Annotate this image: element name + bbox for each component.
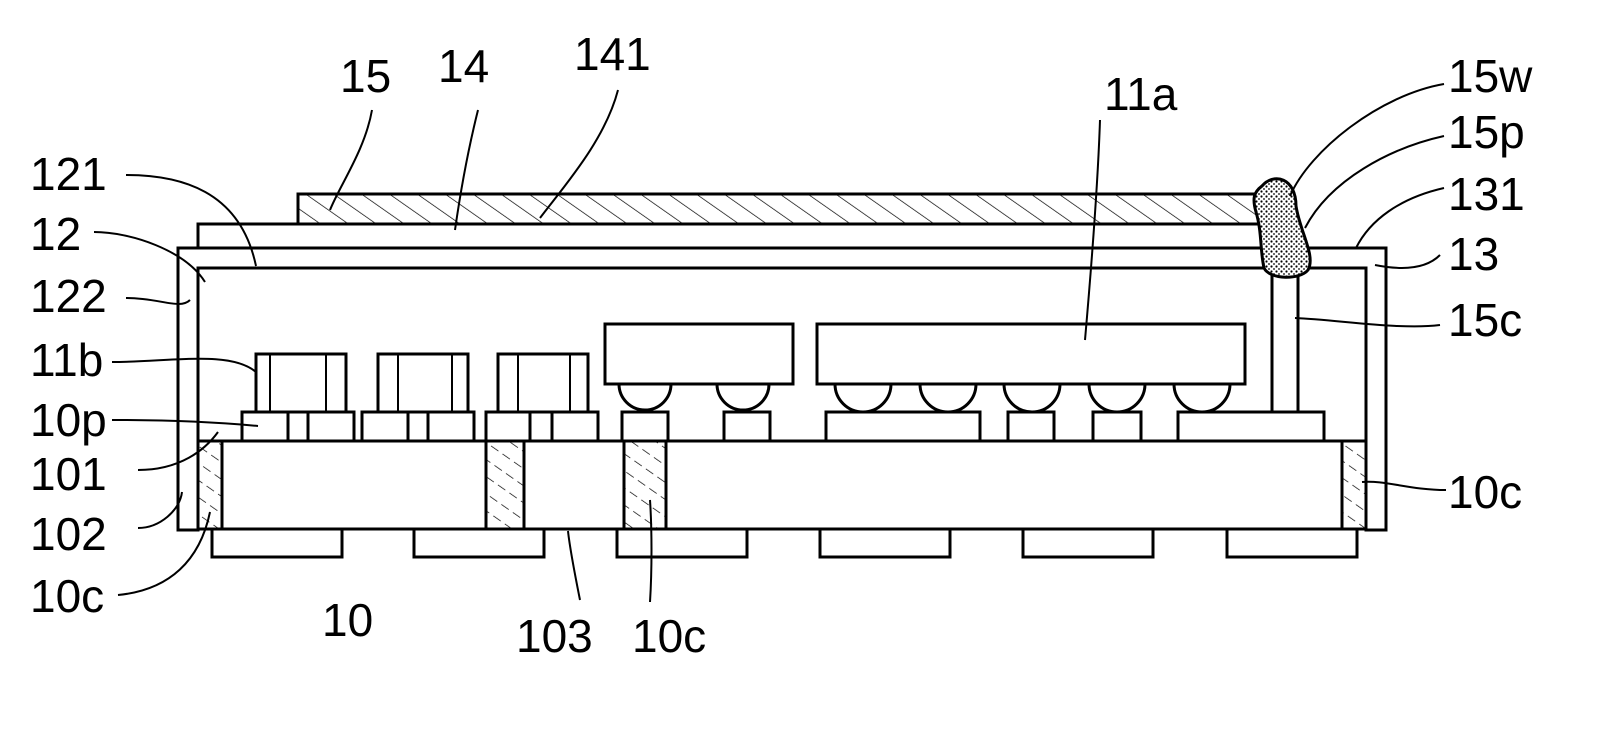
bottom-pad-2 <box>414 529 544 557</box>
passive-component-2 <box>378 354 468 412</box>
label-15p: 15p <box>1448 106 1525 158</box>
solder-bump <box>717 384 769 410</box>
layer-14 <box>198 224 1288 248</box>
top-pad <box>486 412 530 441</box>
top-pad <box>826 412 980 441</box>
bottom-pad-4 <box>820 529 950 557</box>
label-10p: 10p <box>30 394 107 446</box>
label-11b: 11b <box>30 334 103 386</box>
label-11a: 11a <box>1104 68 1178 120</box>
label-13: 13 <box>1448 228 1499 280</box>
connector-15c <box>1272 270 1298 412</box>
top-pad <box>362 412 408 441</box>
via-right <box>1342 441 1366 529</box>
top-pad <box>1008 412 1054 441</box>
label-10c-left: 10c <box>30 570 104 622</box>
label-10c-right: 10c <box>1448 466 1522 518</box>
top-pad <box>1093 412 1141 441</box>
label-103: 103 <box>516 610 593 662</box>
label-15: 15 <box>340 50 391 102</box>
solder-bump <box>1004 384 1060 412</box>
label-102: 102 <box>30 508 107 560</box>
label-15c: 15c <box>1448 294 1522 346</box>
via-mid-1 <box>486 441 524 529</box>
top-pad <box>428 412 474 441</box>
solder-bump <box>920 384 976 412</box>
solder-bump <box>1174 384 1230 412</box>
layer-15 <box>298 194 1272 224</box>
chip-large-11a <box>817 324 1245 384</box>
label-101: 101 <box>30 448 107 500</box>
label-10: 10 <box>322 594 373 646</box>
top-pad <box>724 412 770 441</box>
via-mid-2 <box>624 441 666 529</box>
label-15w: 15w <box>1448 50 1533 102</box>
solder-bump <box>835 384 891 412</box>
top-pad <box>1178 412 1324 441</box>
chip-small <box>605 324 793 384</box>
top-pad <box>622 412 668 441</box>
solder-bump <box>1089 384 1145 412</box>
bottom-pad-3 <box>617 529 747 557</box>
top-pad <box>552 412 598 441</box>
wire-15w <box>1254 179 1310 278</box>
label-141: 141 <box>574 28 651 80</box>
passive-component-3 <box>498 354 588 412</box>
label-121: 121 <box>30 148 107 200</box>
label-10c-bottom: 10c <box>632 610 706 662</box>
label-131: 131 <box>1448 168 1525 220</box>
solder-bump <box>619 384 671 410</box>
label-12: 12 <box>30 208 81 260</box>
bottom-pad-6 <box>1227 529 1357 557</box>
bottom-pad-5 <box>1023 529 1153 557</box>
substrate-10 <box>198 441 1366 529</box>
label-122: 122 <box>30 270 107 322</box>
top-pad <box>242 412 288 441</box>
bottom-pad-1 <box>212 529 342 557</box>
label-14: 14 <box>438 40 489 92</box>
top-pad <box>308 412 354 441</box>
